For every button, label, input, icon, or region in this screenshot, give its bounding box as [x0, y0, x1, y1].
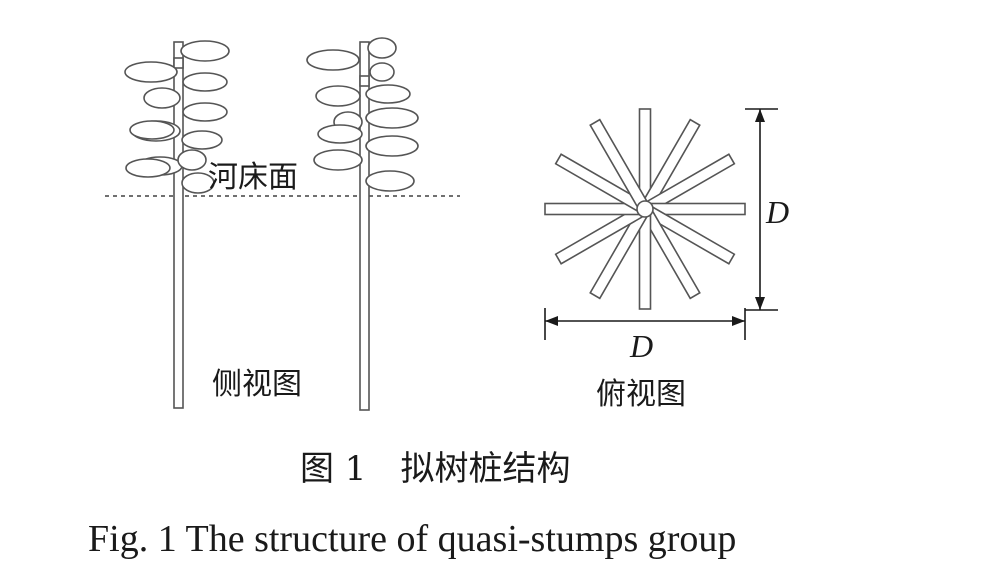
dimension-vertical-label: D [766, 194, 790, 230]
stump-1-leaf [180, 40, 230, 62]
top-view-hub [636, 200, 654, 218]
dim-h-arrow-right [732, 316, 745, 326]
stump-2-leaf [315, 85, 361, 107]
stump-1-leaves [124, 61, 183, 178]
dim-v-arrow-bottom [755, 297, 765, 310]
stump-2-stem [359, 41, 370, 411]
caption-english: Fig. 1 The structure of quasi-stumps gro… [88, 518, 737, 560]
caption-chinese: 图 1 拟树桩结构 [300, 449, 571, 489]
top-view-blades [544, 108, 746, 310]
stump-2-leaf [365, 84, 411, 104]
dim-h-arrow-left [545, 316, 558, 326]
stump-2-leaves-right [365, 37, 419, 192]
stump-1-leaf [129, 120, 175, 140]
dimension-horizontal [544, 308, 746, 340]
stump-1-leaf [181, 172, 215, 194]
stump-2-leaf [306, 49, 360, 71]
dimension-vertical [745, 108, 778, 311]
stump-1-leaf [125, 158, 171, 178]
stump-1-stem-segment [173, 57, 184, 69]
stump-2-leaf [365, 135, 419, 157]
stump-2-leaf [365, 170, 415, 192]
top-view-label: 俯视图 [596, 377, 686, 412]
stump-2-stem-segment [359, 75, 370, 87]
dimension-horizontal-label: D [630, 328, 654, 364]
stump-2-leaf [317, 124, 363, 144]
stump-1-stem [173, 41, 184, 409]
stump-1-leaves-right [177, 40, 230, 194]
stump-2-leaves [306, 49, 363, 171]
side-view-label: 侧视图 [212, 367, 302, 402]
stump-2-leaf [365, 107, 419, 129]
stump-1-leaf [182, 102, 228, 122]
stump-2-leaf [313, 149, 363, 171]
stump-2-leaf [369, 62, 395, 82]
stump-2-leaf [367, 37, 397, 59]
dim-v-arrow-top [755, 109, 765, 122]
stump-1-leaf [124, 61, 178, 83]
stump-1-leaf [177, 149, 207, 171]
stump-1-leaf [182, 72, 228, 92]
riverbed-label: 河床面 [208, 160, 298, 195]
stump-1-leaf [181, 130, 223, 150]
stump-1-leaf [143, 87, 181, 109]
